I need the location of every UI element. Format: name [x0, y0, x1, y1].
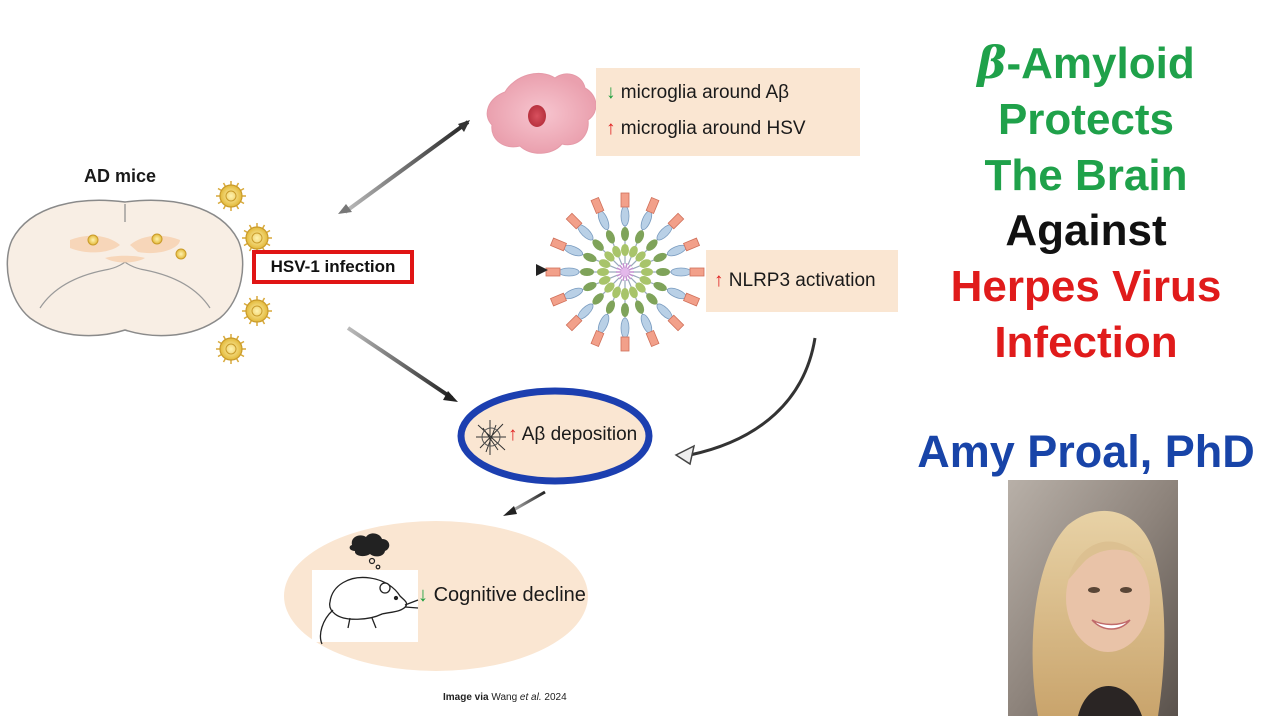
down-arrow-icon: ↓: [606, 82, 616, 103]
hsv-infection-box: HSV-1 infection: [252, 250, 414, 284]
up-arrow-icon: ↑: [508, 424, 518, 445]
author-name: Amy Proal, PhD: [917, 426, 1255, 477]
microglia-line-2: ↑ microglia around HSV: [606, 118, 806, 140]
image-credit: Image via Wang et al. 2024: [443, 692, 567, 703]
diagram-arrows: [338, 120, 817, 516]
beta-symbol: β: [977, 38, 1007, 89]
nlrp3-arm: [590, 279, 623, 348]
virus-particle-icon: [242, 223, 272, 253]
credit-author: Wang: [491, 692, 518, 703]
credit-prefix: Image via: [443, 692, 489, 703]
nlrp3-arm: [633, 267, 705, 277]
virus-particle-icon: [216, 181, 246, 211]
nlrp3-arm: [632, 274, 701, 307]
microglia-cell-illustration: [486, 73, 597, 154]
mouse-illustration: [319, 576, 419, 645]
nlrp3-arm: [549, 237, 618, 270]
title-line-4: Against: [1005, 206, 1167, 255]
nlrp3-arm: [630, 212, 685, 267]
down-arrow-icon: ↓: [418, 584, 428, 606]
title-line-6: Infection: [994, 318, 1178, 367]
ad-mice-label: AD mice: [84, 166, 157, 186]
title-amyloid: -Amyloid: [1006, 39, 1195, 88]
nlrp3-activation-label: NLRP3 activation: [728, 270, 876, 291]
abeta-deposition-label: Aβ deposition: [521, 424, 638, 445]
nlrp3-arm: [627, 196, 660, 265]
nlrp3-arm: [590, 196, 623, 265]
nlrp3-arm: [549, 274, 618, 307]
brain-section-illustration: [6, 199, 244, 337]
nlrp3-line: ↑ NLRP3 activation: [714, 270, 876, 292]
nlrp3-arm: [627, 279, 660, 348]
virus-particle-icon: [242, 296, 272, 326]
virus-particle-icon: [216, 334, 246, 364]
nlrp3-arm: [630, 277, 685, 332]
cognitive-decline-label: Cognitive decline: [433, 584, 586, 606]
credit-etal: et al.: [519, 692, 542, 703]
nlrp3-arm: [620, 192, 630, 264]
title-line-5: Herpes Virus: [950, 262, 1222, 311]
cognitive-decline-line: ↓ Cognitive decline: [418, 584, 586, 607]
microglia-abeta-label: microglia around Aβ: [620, 82, 790, 103]
title-line-2: Protects: [997, 95, 1175, 144]
up-arrow-icon: ↑: [714, 270, 724, 291]
up-arrow-icon: ↑: [606, 118, 616, 139]
nlrp3-arm: [545, 267, 617, 277]
thought-cloud-icon: [349, 533, 390, 570]
hsv-infection-label: HSV-1 infection: [270, 257, 396, 276]
microglia-hsv-label: microglia around HSV: [620, 118, 806, 139]
title-line-1: β-Amyloid: [900, 36, 1272, 92]
abeta-deposition-ellipse: [457, 387, 653, 485]
hsv-virus-particles: [216, 181, 272, 364]
author-photo: [1008, 480, 1178, 716]
microglia-text-box: ↓ microglia around Aβ ↑ microglia around…: [596, 68, 860, 156]
abeta-deposition-line: ↑ Aβ deposition: [508, 424, 637, 446]
nlrp3-arm: [565, 212, 620, 267]
credit-year: 2024: [544, 692, 567, 703]
nlrp3-text-box: ↑ NLRP3 activation: [706, 250, 898, 312]
nlrp3-arm: [632, 237, 701, 270]
title-line-3: The Brain: [984, 151, 1188, 200]
microglia-line-1: ↓ microglia around Aβ: [606, 82, 789, 104]
nlrp3-inflammasome-illustration: [545, 192, 705, 352]
nlrp3-arm: [565, 277, 620, 332]
nlrp3-arm: [620, 280, 630, 352]
amyloid-plaque-icon: [476, 420, 506, 455]
